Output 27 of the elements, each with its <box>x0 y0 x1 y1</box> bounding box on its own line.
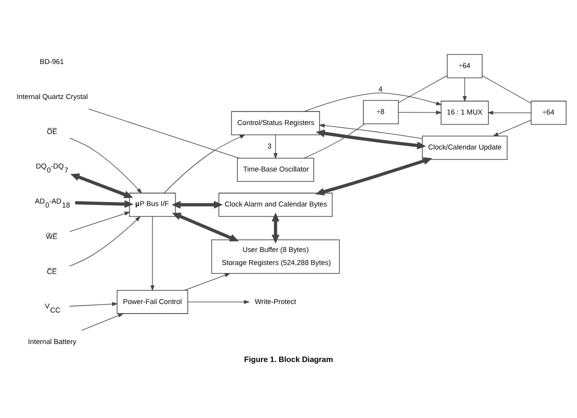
arrow <box>462 78 467 102</box>
arrow <box>184 273 231 291</box>
arrow <box>398 110 442 115</box>
arrow <box>69 302 118 307</box>
arrow <box>272 212 280 244</box>
connector <box>304 124 366 158</box>
arrow <box>172 200 223 209</box>
arrow <box>316 130 426 150</box>
arrow <box>69 212 130 232</box>
arrow <box>492 120 532 136</box>
arrow <box>304 92 442 112</box>
connector <box>88 108 240 158</box>
arrow <box>487 110 532 115</box>
arrow <box>81 313 124 331</box>
arrow <box>164 134 246 194</box>
arrow <box>315 157 432 196</box>
arrow <box>70 173 134 198</box>
arrow <box>172 212 239 242</box>
arrow <box>69 216 141 266</box>
arrow <box>274 134 278 160</box>
arrow <box>75 200 134 208</box>
connector <box>398 75 448 104</box>
arrow <box>318 124 422 139</box>
connector <box>482 75 532 104</box>
arrow <box>150 216 154 292</box>
arrow <box>188 300 250 304</box>
arrow <box>69 138 142 194</box>
